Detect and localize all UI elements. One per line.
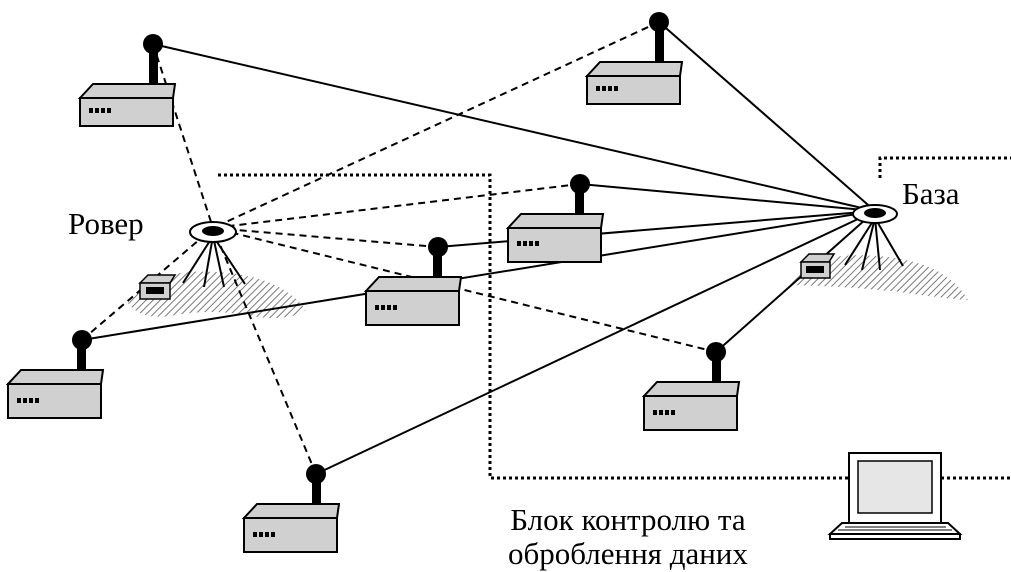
- rover-links: [81, 21, 717, 475]
- control-unit-label-line2: оброблення даних: [508, 536, 748, 571]
- rover-label: Ровер: [68, 206, 144, 241]
- control-zone-boundary: [218, 173, 1011, 480]
- control-unit-label-line1: Блок контролю та: [510, 502, 746, 537]
- base-receiver-icon: [799, 253, 836, 279]
- transmitter-6: [641, 342, 741, 431]
- base-ground: [790, 255, 968, 300]
- rover-station: [138, 221, 246, 300]
- laptop-icon: [827, 452, 963, 540]
- base-zone-boundary: [878, 156, 1011, 178]
- transmitter-5: [5, 330, 105, 419]
- rover-ground: [128, 271, 306, 318]
- transmitter-3: [505, 174, 605, 263]
- transmitter-4: [363, 237, 463, 326]
- base-station: [799, 204, 904, 279]
- base-label: База: [902, 176, 960, 211]
- transmitter-7: [241, 464, 341, 553]
- base-links: [81, 21, 876, 475]
- transmitter-2: [584, 12, 684, 105]
- rover-receiver-icon: [138, 274, 177, 300]
- control-unit-label: Блок контролю та оброблення даних: [508, 503, 748, 571]
- transmitter-1: [77, 34, 177, 127]
